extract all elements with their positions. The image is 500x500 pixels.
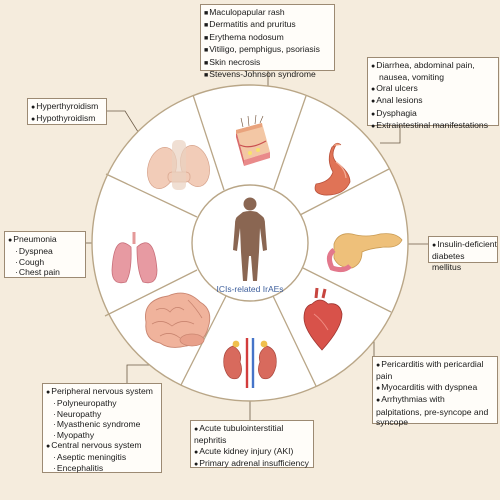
kidneys-icon bbox=[223, 338, 277, 388]
pns-sub-3: Myasthenic syndrome bbox=[46, 419, 158, 429]
skin-item-1: Maculopapular rash bbox=[204, 7, 331, 19]
thyroid-icon bbox=[147, 140, 210, 190]
gi-item-2: Oral ulcers bbox=[371, 83, 495, 95]
thyroid-effects-box: Hyperthyroidism Hypothyroidism bbox=[27, 98, 107, 125]
heart-icon bbox=[303, 287, 343, 351]
skin-effects-box: Maculopapular rash Dermatitis and prurit… bbox=[200, 4, 335, 79]
pns-sub-1: Polyneuropathy bbox=[46, 398, 158, 408]
lung-sub-2: Cough bbox=[8, 257, 82, 267]
kidney-effects-box: Acute tubulointerstitial nephritis Acute… bbox=[190, 420, 314, 468]
gi-item-1: Diarrhea, abdominal pain, bbox=[371, 60, 495, 72]
lung-effects-box: Pneumonia Dyspnea Cough Chest pain bbox=[4, 231, 86, 278]
pancreas-effects-box: Insulin-deficient diabetes mellitus bbox=[428, 236, 498, 272]
thyroid-item-1: Hyperthyroidism bbox=[31, 101, 103, 113]
lung-sub-1: Dyspnea bbox=[8, 246, 82, 256]
kidney-item-2: Acute kidney injury (AKI) bbox=[194, 446, 310, 458]
heart-effects-box: Pericarditis with pericardial pain Myoca… bbox=[372, 356, 498, 428]
pancreas-item-1: Insulin-deficient bbox=[432, 239, 497, 251]
skin-item-2: Dermatitis and pruritus bbox=[204, 19, 331, 31]
heart-item-1: Pericarditis with pericardial bbox=[376, 359, 494, 371]
lung-sub-3: Chest pain bbox=[8, 267, 82, 277]
kidney-item-3: Primary adrenal insufficiency bbox=[194, 458, 310, 470]
heart-item-3-continued-2: syncope bbox=[376, 417, 409, 428]
kidney-item-1-continued: nephritis bbox=[194, 435, 227, 446]
pns-sub-2: Neuropathy bbox=[46, 409, 158, 419]
skin-item-4: Vitiligo, pemphigus, psoriasis bbox=[204, 44, 331, 56]
nervous-pns: Peripheral nervous system bbox=[46, 386, 158, 398]
heart-item-2: Myocarditis with dyspnea bbox=[376, 382, 494, 394]
cns-sub-2: Encephalitis bbox=[46, 463, 158, 473]
center-label: ICIs-related IrAEs bbox=[216, 284, 283, 294]
connector-thyroid bbox=[107, 110, 141, 136]
pancreas-icon bbox=[326, 233, 403, 273]
lungs-icon bbox=[111, 232, 158, 284]
thyroid-item-2: Hypothyroidism bbox=[31, 113, 103, 125]
gi-effects-box: Diarrhea, abdominal pain, nausea, vomiti… bbox=[367, 57, 499, 130]
lung-item-pneumonia: Pneumonia bbox=[8, 234, 82, 246]
pancreas-item-1-continued: diabetes mellitus bbox=[432, 251, 465, 272]
nervous-cns: Central nervous system bbox=[46, 440, 158, 452]
skin-item-6: Stevens-Johnson syndrome bbox=[204, 69, 331, 81]
heart-item-1-continued: pain bbox=[376, 371, 393, 382]
brain-icon bbox=[145, 292, 211, 348]
cns-sub-1: Aseptic meningitis bbox=[46, 452, 158, 462]
nervous-effects-box: Peripheral nervous system Polyneuropathy… bbox=[42, 383, 162, 473]
skin-item-3: Erythema nodosum bbox=[204, 32, 331, 44]
pns-sub-4: Myopathy bbox=[46, 430, 158, 440]
stomach-icon bbox=[314, 142, 351, 196]
human-body-icon bbox=[233, 197, 267, 281]
heart-item-3: Arrhythmias with bbox=[376, 394, 494, 406]
gi-item-3: Anal lesions bbox=[371, 95, 495, 107]
gi-item-1-continued: nausea, vomiting bbox=[379, 72, 444, 83]
kidney-item-1: Acute tubulointerstitial bbox=[194, 423, 310, 435]
ring-dividers bbox=[104, 94, 392, 387]
skin-item-5: Skin necrosis bbox=[204, 57, 331, 69]
gi-item-4: Dysphagia bbox=[371, 108, 495, 120]
heart-item-3-continued-1: palpitations, pre-syncope and bbox=[376, 406, 489, 417]
gi-item-5: Extraintestinal manifestations bbox=[371, 120, 495, 132]
skin-icon bbox=[236, 114, 270, 166]
